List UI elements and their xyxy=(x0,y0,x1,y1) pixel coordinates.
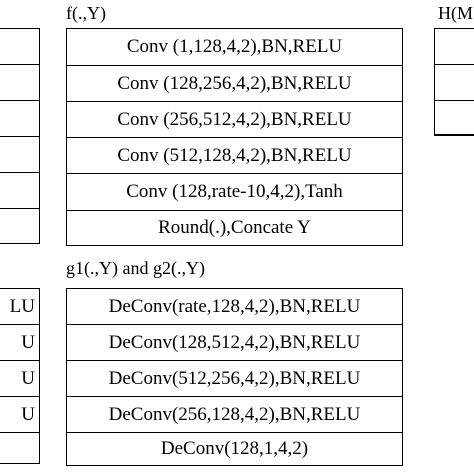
encoder-layer-table: Conv (1,128,4,2),BN,RELU Conv (128,256,4… xyxy=(66,28,403,246)
decoder-layer-table: DeConv(rate,128,4,2),BN,RELU DeConv(128,… xyxy=(66,288,403,466)
decoder-layer-row: DeConv(128,1,4,2) xyxy=(160,438,309,459)
left-bottom-row: U xyxy=(0,361,39,397)
left-bottom-row: LU xyxy=(0,289,39,325)
encoder-caption: f(.,Y) xyxy=(66,3,106,23)
left-top-row xyxy=(0,29,39,65)
right-top-layer-table xyxy=(434,28,474,136)
right-top-row xyxy=(435,65,474,101)
decoder-layer-row: DeConv(128,512,4,2),BN,RELU xyxy=(67,325,402,361)
decoder-layer-row: DeConv(256,128,4,2),BN,RELU xyxy=(67,397,402,433)
decoder-layer-row: DeConv(512,256,4,2),BN,RELU xyxy=(67,361,402,397)
left-bottom-layer-table: LU U U U xyxy=(0,288,40,464)
left-top-row xyxy=(0,101,39,137)
decoder-caption: g1(.,Y) and g2(.,Y) xyxy=(66,258,205,278)
right-top-row xyxy=(435,101,474,135)
encoder-layer-row: Conv (128,rate-10,4,2),Tanh xyxy=(67,174,402,211)
left-bottom-row: U xyxy=(0,325,39,361)
left-top-row xyxy=(0,65,39,101)
encoder-layer-row: Conv (128,256,4,2),BN,RELU xyxy=(67,66,402,102)
encoder-layer-row: Conv (1,128,4,2),BN,RELU xyxy=(67,29,402,66)
decoder-layer-row: DeConv(rate,128,4,2),BN,RELU xyxy=(67,289,402,325)
right-top-caption: H(M xyxy=(438,3,473,23)
right-top-row xyxy=(435,29,474,65)
left-top-row xyxy=(0,137,39,173)
left-top-layer-table xyxy=(0,28,40,244)
left-top-row xyxy=(0,209,39,243)
left-bottom-row: U xyxy=(0,397,39,433)
encoder-layer-row: Conv (512,128,4,2),BN,RELU xyxy=(67,138,402,174)
left-top-row xyxy=(0,173,39,209)
left-bottom-row xyxy=(0,433,39,463)
encoder-layer-row: Conv (256,512,4,2),BN,RELU xyxy=(67,102,402,138)
encoder-layer-row: Round(.),Concate Y xyxy=(158,217,311,238)
